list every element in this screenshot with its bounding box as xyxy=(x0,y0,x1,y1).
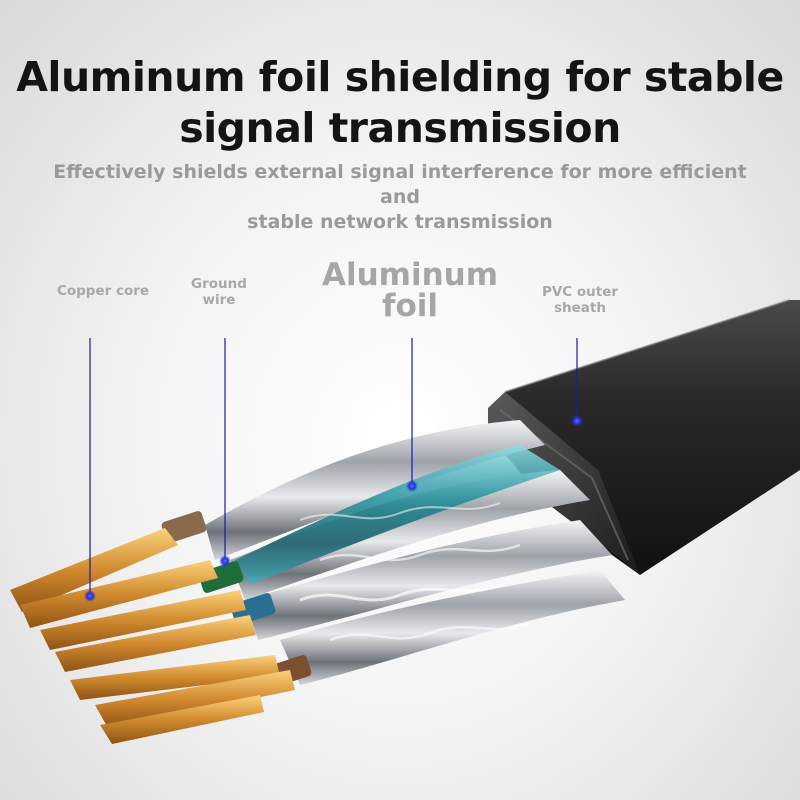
shielded-pairs xyxy=(205,420,625,685)
label-copper-core: Copper core xyxy=(56,283,150,299)
label-ground-wire: Ground wire xyxy=(191,276,247,308)
label-aluminum-foil: Aluminum foil xyxy=(321,257,499,324)
subheadline-line-2: stable network transmission xyxy=(247,211,553,233)
subheadline-line-1: Effectively shields external signal inte… xyxy=(53,161,747,208)
label-pvc-outer-sheath: PVC outer sheath xyxy=(541,284,619,316)
subheadline: Effectively shields external signal inte… xyxy=(30,160,770,235)
headline: Aluminum foil shielding for stable signa… xyxy=(0,52,800,154)
headline-line-1: Aluminum foil shielding for stable xyxy=(16,53,784,101)
callout-leader-lines xyxy=(84,338,583,602)
headline-line-2: signal transmission xyxy=(179,104,621,152)
copper-cores xyxy=(10,528,295,744)
